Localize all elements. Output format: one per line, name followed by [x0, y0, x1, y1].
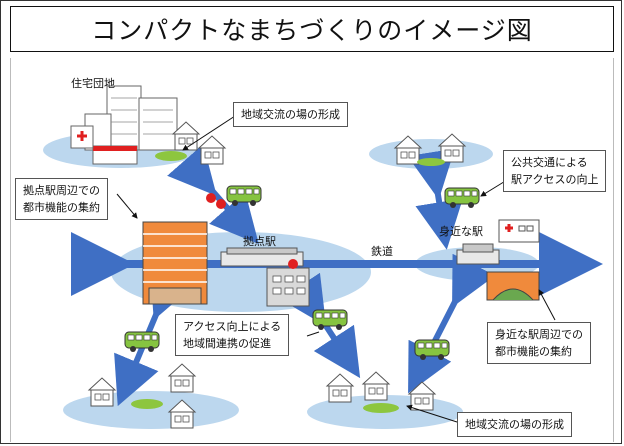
- access-arrow-north: [407, 148, 463, 250]
- nearby-shop-building: [486, 271, 540, 301]
- green-space-southwest: [131, 399, 163, 409]
- callout-community-bottom: 地域交流の場の形成: [457, 412, 572, 437]
- label-hub-station: 拠点駅: [243, 235, 276, 248]
- bus-north: [444, 187, 480, 209]
- diagram-area: 住宅団地 拠点駅 鉄道 身近な駅 地域交流の場の形成 公共交通による 駅アクセス…: [10, 58, 614, 442]
- bus-top: [226, 185, 262, 207]
- label-nearby-station: 身近な駅: [439, 225, 483, 238]
- pointer-hub-functions: [116, 193, 138, 219]
- pointer-access: [306, 331, 320, 337]
- southwest-village-ellipse: [63, 391, 239, 429]
- green-space-southeast: [363, 403, 399, 413]
- green-space-top: [155, 151, 187, 161]
- pin-red-1: [206, 193, 216, 203]
- label-railway: 鉄道: [371, 245, 393, 258]
- pointer-public-transport: [480, 179, 508, 197]
- pointer-community-top: [182, 115, 236, 151]
- callout-hub-functions: 拠点駅周辺での 都市機能の集約: [15, 178, 108, 220]
- figure-title: コンパクトなまちづくりのイメージ図: [91, 16, 533, 45]
- pointer-nearby-functions: [538, 289, 556, 321]
- nearby-station-building: [456, 243, 500, 265]
- hub-orange-building: [142, 221, 208, 305]
- hub-hospital-building: [266, 259, 310, 307]
- hub-station-building: [220, 247, 304, 267]
- callout-public-transport: 公共交通による 駅アクセスの向上: [503, 150, 607, 192]
- callout-nearby-functions: 身近な駅周辺での 都市機能の集約: [487, 322, 591, 364]
- nearby-clinic-building: [498, 219, 540, 243]
- title-box: コンパクトなまちづくりのイメージ図: [10, 6, 614, 52]
- housing-complex-buildings: [70, 85, 178, 165]
- label-housing-complex: 住宅団地: [71, 77, 115, 90]
- callout-community-top: 地域交流の場の形成: [233, 102, 348, 127]
- pointer-community-bottom: [406, 404, 458, 423]
- bus-southeast: [414, 339, 450, 361]
- access-arrow-southeast: [408, 253, 496, 394]
- green-space-north: [417, 158, 445, 166]
- diagram-canvas: [43, 85, 603, 429]
- pin-red-2: [216, 199, 226, 209]
- callout-access-improve: アクセス向上による 地域間連携の促進: [175, 314, 290, 356]
